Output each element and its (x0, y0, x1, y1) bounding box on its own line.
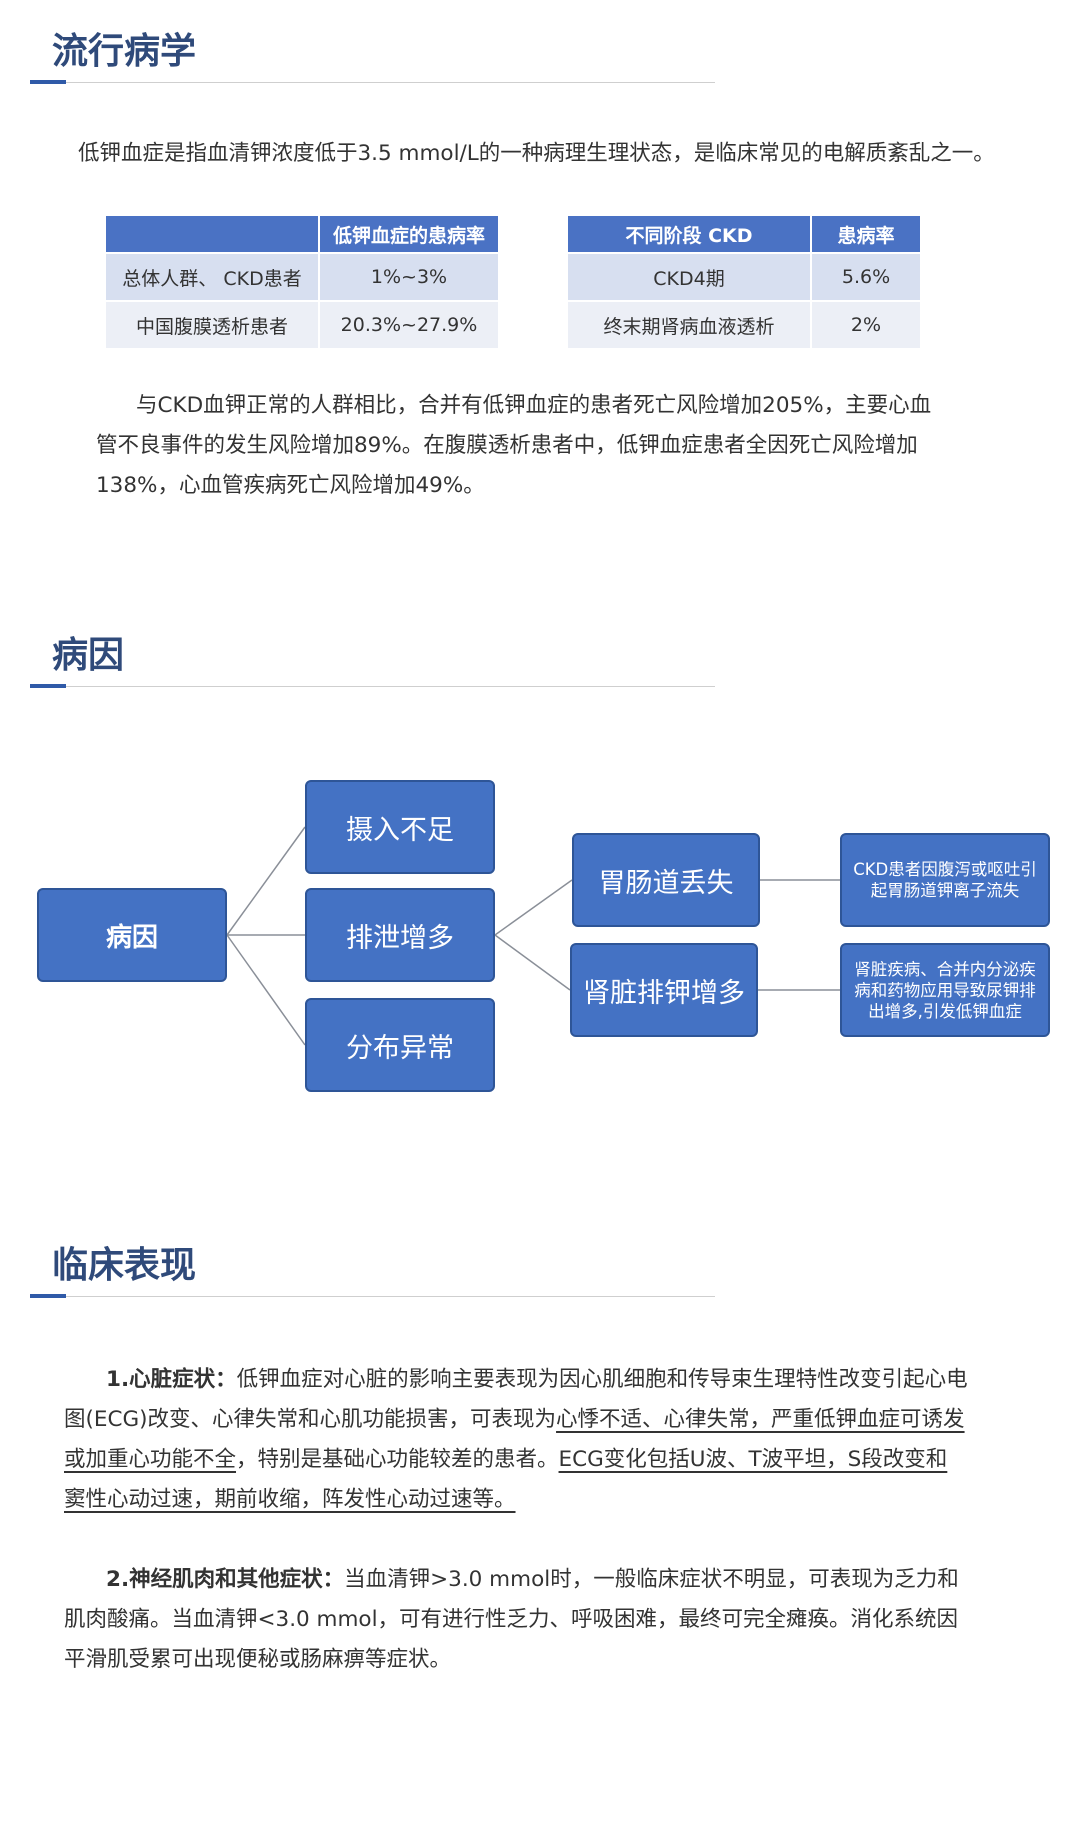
underlined-text: ECG变化包括U波、T波平坦，S段改变和 (558, 1447, 948, 1472)
cause-node-excretion: 排泄增多 (305, 888, 495, 982)
detail-line: 病和药物应用导致尿钾排 (854, 980, 1036, 1000)
section-title-epidemiology: 流行病学 (52, 31, 197, 72)
table-header-cell: 低钾血症的患病率 (320, 216, 498, 252)
neuromuscular-label: 2.神经肌肉和其他症状： (106, 1567, 345, 1592)
detail-line: 肾脏疾病、合并内分泌疾 (854, 959, 1036, 979)
paragraph-line: 1.心脏症状：低钾血症对心脏的影响主要表现为因心肌细胞和传导束生理特性改变引起心… (106, 1360, 968, 1400)
section-divider (30, 82, 715, 83)
risk-line: 138%，心血管疾病死亡风险增加49%。 (96, 473, 485, 498)
text-span: 低钾血症对心脏的影响主要表现为因心肌细胞和传导束生理特性改变引起心电 (236, 1367, 968, 1392)
table-header-cell (106, 216, 318, 252)
table-cell: CKD4期 (568, 254, 810, 300)
table-cell: 总体人群、 CKD患者 (106, 254, 318, 300)
paragraph-line: 2.神经肌肉和其他症状：当血清钾>3.0 mmol时，一般临床症状不明显，可表现… (106, 1560, 959, 1600)
detail-line: CKD患者因腹泻或呕吐引 (853, 860, 1037, 879)
underlined-text: 窦性心动过速，期前收缩，阵发性心动过速等。 (64, 1487, 516, 1512)
connector-line (226, 826, 306, 936)
table-cell: 2% (812, 302, 920, 348)
table-row: 终末期肾病血液透析 2% (568, 302, 920, 348)
paragraph-line: 窦性心动过速，期前收缩，阵发性心动过速等。 (64, 1480, 516, 1520)
text-span: ，特别是基础心功能较差的患者。 (236, 1447, 559, 1472)
paragraph-line: 或加重心功能不全，特别是基础心功能较差的患者。ECG变化包括U波、T波平坦，S段… (64, 1440, 947, 1480)
text-span: 图(ECG)改变、心律失常和心肌功能损害，可表现为 (64, 1407, 557, 1432)
underlined-text: 心悸不适、心律失常，严重低钾血症可诱发 (556, 1407, 965, 1432)
underlined-text: 或加重心功能不全 (64, 1447, 237, 1472)
table-header-cell: 不同阶段 CKD (568, 216, 810, 252)
table-row: 中国腹膜透析患者 20.3%~27.9% (106, 302, 498, 348)
paragraph-line: 肌肉酸痛。当血清钾<3.0 mmol，可有进行性乏力、呼吸困难，最终可完全瘫痪。… (64, 1607, 959, 1632)
cause-detail-gi: CKD患者因腹泻或呕吐引 起胃肠道钾离子流失 (840, 833, 1050, 927)
ckd-stage-table: 不同阶段 CKD 患病率 CKD4期 5.6% 终末期肾病血液透析 2% (566, 214, 922, 350)
table-header-row: 低钾血症的患病率 (106, 216, 498, 252)
connector-line (494, 934, 571, 991)
cause-node-distribution: 分布异常 (305, 998, 495, 1092)
section-title-etiology: 病因 (52, 635, 125, 676)
table-cell: 1%~3% (320, 254, 498, 300)
table-header-row: 不同阶段 CKD 患病率 (568, 216, 920, 252)
text-span: 当血清钾>3.0 mmol时，一般临床症状不明显，可表现为乏力和 (344, 1567, 959, 1592)
risk-line: 管不良事件的发生风险增加89%。在腹膜透析患者中，低钾血症患者全因死亡风险增加 (96, 433, 918, 458)
connector-line (494, 879, 573, 936)
cause-node-renal-loss: 肾脏排钾增多 (570, 943, 758, 1037)
table-header-cell: 患病率 (812, 216, 920, 252)
section-divider-accent (30, 684, 66, 688)
detail-line: 起胃肠道钾离子流失 (870, 881, 1020, 900)
cause-root-node: 病因 (37, 888, 227, 982)
risk-line: 与CKD血钾正常的人群相比，合并有低钾血症的患者死亡风险增加205%，主要心血 (136, 393, 932, 418)
table-row: CKD4期 5.6% (568, 254, 920, 300)
detail-line: 出增多,引发低钾血症 (868, 1001, 1022, 1021)
section-divider-accent (30, 1294, 66, 1298)
table-cell: 终末期肾病血液透析 (568, 302, 810, 348)
connector-line (226, 934, 306, 1046)
section-divider-accent (30, 80, 66, 84)
table-cell: 5.6% (812, 254, 920, 300)
paragraph-line: 平滑肌受累可出现便秘或肠麻痹等症状。 (64, 1647, 452, 1672)
epidemiology-intro: 低钾血症是指血清钾浓度低于3.5 mmol/L的一种病理生理状态，是临床常见的电… (78, 141, 995, 166)
section-title-clinical: 临床表现 (52, 1245, 197, 1286)
cause-node-gi-loss: 胃肠道丢失 (572, 833, 760, 927)
table-cell: 20.3%~27.9% (320, 302, 498, 348)
cardiac-label: 1.心脏症状： (106, 1367, 237, 1392)
paragraph-line: 图(ECG)改变、心律失常和心肌功能损害，可表现为心悸不适、心律失常，严重低钾血… (64, 1400, 965, 1440)
section-divider (30, 1296, 715, 1297)
table-row: 总体人群、 CKD患者 1%~3% (106, 254, 498, 300)
cause-detail-renal: 肾脏疾病、合并内分泌疾 病和药物应用导致尿钾排 出增多,引发低钾血症 (840, 943, 1050, 1037)
cause-node-intake: 摄入不足 (305, 780, 495, 874)
prevalence-table: 低钾血症的患病率 总体人群、 CKD患者 1%~3% 中国腹膜透析患者 20.3… (104, 214, 500, 350)
table-cell: 中国腹膜透析患者 (106, 302, 318, 348)
section-divider (30, 686, 715, 687)
